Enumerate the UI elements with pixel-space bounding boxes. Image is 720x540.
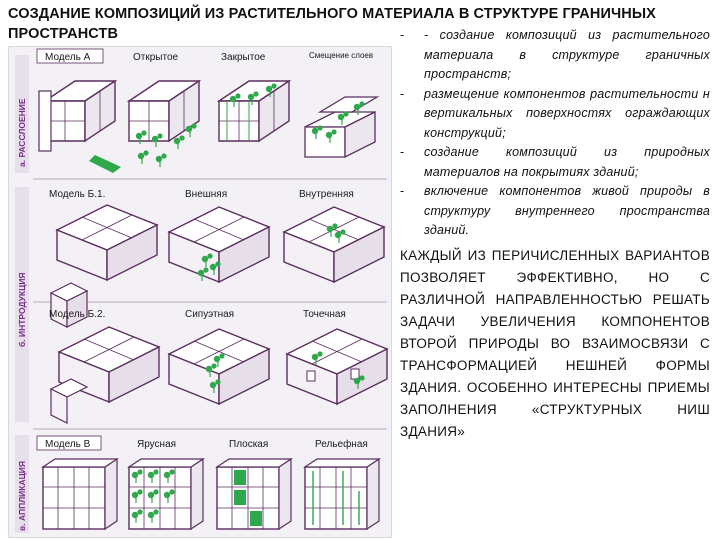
open-drawing	[128, 80, 200, 168]
summary-paragraph: КАЖДЫЙ ИЗ ПЕРИЧИСЛЕННЫХ ВАРИАНТОВ ПОЗВОЛ…	[400, 247, 710, 439]
label-flat: Плоская	[229, 439, 268, 450]
model-c-drawing	[42, 458, 118, 530]
label-model-c: Модель В	[45, 439, 91, 450]
side-bar-b	[15, 187, 29, 422]
bullet-item: -создание композиций из природных матери…	[400, 145, 710, 179]
tiered-drawing	[128, 458, 204, 530]
label-layer-shift: Смещение слоев	[309, 51, 373, 60]
side-bar-a	[15, 55, 29, 173]
row-c-labels: Модель В Ярусная Плоская Рельефная	[36, 435, 368, 451]
flat-drawing	[216, 458, 292, 530]
text-column: -- создание композиций из растительного …	[400, 26, 710, 443]
closed-drawing	[218, 80, 290, 142]
side-label-b: б. ИНТРОДУКЦИЯ	[17, 272, 27, 347]
label-internal: Внутренняя	[299, 189, 354, 200]
label-tiered: Ярусная	[137, 439, 176, 450]
label-model-b2: Модель Б.2.	[49, 309, 105, 320]
label-model-a: Модель А	[45, 52, 91, 63]
side-label-c: в. АППЛИКАЦИЯ	[17, 461, 27, 531]
model-b1-drawing	[49, 204, 158, 328]
side-bar-c	[15, 435, 29, 533]
label-relief: Рельефная	[315, 438, 368, 450]
internal-drawing	[283, 206, 385, 283]
relief-drawing	[304, 458, 380, 530]
diagram-svg: а. РАССЛОЕНИЕ б. ИНТРОДУКЦИЯ в. АППЛИКАЦ…	[15, 48, 388, 533]
label-silhouette: Сипуэтная	[185, 309, 234, 320]
label-external: Внешняя	[185, 189, 227, 200]
row-a-labels: Модель А Открытое Закрытое Смещение слое…	[36, 48, 373, 64]
label-model-b1: Модель Б.1.	[49, 189, 105, 200]
building-models-figure: а. РАССЛОЕНИЕ б. ИНТРОДУКЦИЯ в. АППЛИКАЦ…	[8, 46, 392, 538]
label-open: Открытое	[133, 52, 179, 63]
bullet-item: -- создание композиций из растительного …	[400, 28, 710, 81]
external-drawing	[168, 206, 270, 283]
bullet-item: -размещение компонентов растительности н…	[400, 86, 710, 140]
point-drawing	[286, 328, 388, 405]
model-b2-drawing	[49, 326, 160, 424]
layer-shift-drawing	[304, 96, 380, 159]
silhouette-drawing	[168, 328, 270, 405]
label-point: Точечная	[303, 309, 346, 320]
model-a-drawing	[38, 80, 121, 173]
side-label-a: а. РАССЛОЕНИЕ	[17, 98, 27, 167]
page-title: СОЗДАНИЕ КОМПОЗИЦИЙ ИЗ РАСТИТЕЛЬНОГО МАТ…	[8, 6, 656, 42]
bullet-list: -- создание композиций из растительного …	[400, 26, 710, 241]
label-closed: Закрытое	[221, 52, 266, 63]
bullet-item: -включение компонентов живой природы в с…	[400, 184, 710, 237]
